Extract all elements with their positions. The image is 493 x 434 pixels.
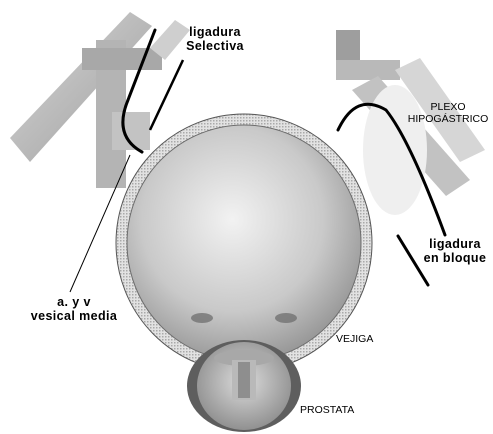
- label-plexo-line1: PLEXO: [405, 102, 491, 114]
- label-vesical-line2: vesical media: [14, 310, 134, 324]
- label-plexo-line2: HIPOGÁSTRICO: [405, 114, 491, 126]
- label-ligadura-selectiva-line1: ligadura: [178, 26, 252, 40]
- prostate: [187, 340, 301, 432]
- label-vesical-line1: a. y v: [14, 296, 134, 310]
- label-ligadura-bloque-line2: en bloque: [418, 252, 492, 266]
- label-vesical-media: a. y v vesical media: [14, 296, 134, 324]
- left-ureteral-orifice: [191, 313, 213, 323]
- ligadura-selectiva-pointer: [150, 60, 183, 130]
- label-ligadura-en-bloque: ligadura en bloque: [418, 238, 492, 266]
- label-prostata: PROSTATA: [300, 405, 354, 417]
- label-vejiga: VEJIGA: [336, 334, 373, 346]
- right-ureteral-orifice: [275, 313, 297, 323]
- label-ligadura-bloque-line1: ligadura: [418, 238, 492, 252]
- label-plexo-hipogastrico: PLEXO HIPOGÁSTRICO: [405, 102, 491, 125]
- label-ligadura-selectiva: ligadura Selectiva: [178, 26, 252, 54]
- label-ligadura-selectiva-line2: Selectiva: [178, 40, 252, 54]
- bladder: [116, 114, 372, 372]
